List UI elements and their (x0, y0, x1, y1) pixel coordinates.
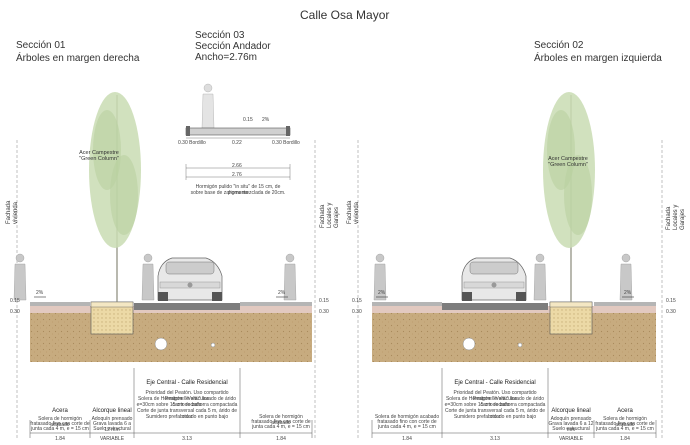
zone-1-eje-dim: 3.13 (182, 436, 192, 442)
level-1-left-b: 0.30 (10, 309, 20, 315)
section-03-drawing (185, 83, 291, 180)
andador-dim-width2: 2.76 (232, 172, 242, 178)
zone-1-eje-note: e=30cm sobre 15 cm de zahorra compactada (136, 402, 238, 408)
zone-1-eje-note: Prioridad del Peatón. Uso compartido Pea… (145, 390, 229, 402)
section-01-subtitle: Árboles en margen derecha (16, 53, 140, 64)
level-1-left-a: 0.15 (10, 298, 20, 304)
zone-2-alcorque-name: Alcorque lineal (551, 408, 591, 414)
zone-2-acera2-note: Solera de hormigón acabado (603, 416, 647, 428)
zone-1-eje-note: Solera de Hormigón "in situ" lavado de á… (137, 396, 237, 408)
zone-1-acera-note: Solera de hormigón acabado (38, 416, 82, 428)
zone-2-acera2-note: fratasado fino con corte de (595, 421, 655, 427)
section-01-title: Sección 01 (16, 40, 66, 51)
tree-label-1b: "Green Column" (79, 156, 119, 162)
section-03-subtitle: Sección Andador (195, 41, 271, 52)
section-01-drawing (13, 92, 316, 440)
pipe-large (154, 337, 168, 351)
section-02-title: Sección 02 (534, 40, 584, 51)
zone-2-acera-note: fratasado fino con corte de (377, 419, 437, 425)
car-icon (157, 257, 223, 301)
zone-2-acera-dim: 1.84 (402, 436, 412, 442)
andador-left-note: 0.30 Bordillo (178, 140, 206, 146)
zone-1-acera2-note: Solera de hormigón acabado (259, 414, 303, 426)
slope-1-left: 2% (36, 290, 44, 296)
zone-2-acera2-dim: 1.84 (620, 436, 630, 442)
level-1-right-a: 0.15 (319, 298, 329, 304)
sidewalk-right (240, 302, 312, 306)
zone-1-alcorque-note: Grava lavada 6 a 12 mm (92, 421, 132, 433)
zone-2-acera-note: junta cada 4 m, e = 15 cm (378, 424, 436, 430)
zone-2-eje-note: Corte de junta transversal cada 5 m, ári… (444, 408, 546, 420)
andador-dim-top: 0.15 (243, 117, 253, 123)
zone-1-alcorque-dim: VARIABLE (99, 436, 125, 442)
zone-2-eje-note: e=30cm sobre 15 cm de zahorra compactada (444, 402, 546, 408)
zone-1-acera2-note: junta cada 4 m, e = 15 cm (252, 424, 310, 430)
section-03-title: Sección 03 (195, 30, 245, 41)
andador-right-note: 0.30 Bordillo (272, 140, 300, 146)
facade-right-label-1: Fachada Locales y Garajes (320, 202, 340, 228)
zone-1-acera-note: fratasado fino con corte de (30, 421, 90, 427)
alcorque-cap (90, 301, 134, 308)
zone-1-acera-dim: 1.84 (55, 436, 65, 442)
level-2-left-a: 0.15 (352, 298, 362, 304)
level-1-right-b: 0.30 (319, 309, 329, 315)
pipe-small (210, 342, 216, 348)
slope-2-right: 2% (624, 290, 632, 296)
zone-1-acera-note: junta cada 4 m, e = 15 cm (31, 426, 89, 432)
zone-2-alcorque-note: Adoquín prensado (550, 416, 592, 422)
zone-1-alcorque-note: Adoquín prensado (91, 416, 133, 422)
road-pavement (134, 303, 240, 310)
zone-2-eje-name: Eje Central - Calle Residencial (454, 380, 536, 386)
tree-label-1a: Acer Campestre (79, 150, 119, 156)
andador-slab (185, 127, 291, 136)
zone-2-acera2-note: junta cada 4 m, e = 15 cm (596, 426, 654, 432)
zone-2-eje-dim: 3.13 (490, 436, 500, 442)
zone-1-acera2-note: fratasado fino con corte de (251, 419, 311, 425)
soil-layer (30, 306, 312, 362)
slope-1-right: 2% (278, 290, 286, 296)
zone-1-alcorque-note: Suelo estructural (93, 426, 131, 432)
level-2-right-a: 0.15 (666, 298, 676, 304)
zone-2-alcorque-note: Grava lavada 6 a 12 mm (548, 421, 594, 433)
slope-2-left: 2% (378, 290, 386, 296)
page-title: Calle Osa Mayor (300, 8, 390, 22)
zone-1-eje-name: Eje Central - Calle Residencial (146, 380, 228, 386)
tree-label-2a: Acer Campestre (548, 156, 588, 162)
zone-1-eje-note: Sumidero prefabricado en punto bajo (145, 414, 229, 420)
car-icon-2 (461, 257, 527, 301)
section-02-subtitle: Árboles en margen izquierda (534, 53, 662, 64)
andador-dim-width1: 2.66 (232, 163, 242, 169)
andador-dim-inner: 0.22 (232, 140, 242, 146)
facade-right-label-2: Fachada Locales y Garajes (666, 204, 686, 230)
zone-1-alcorque-name: Alcorque lineal (92, 408, 132, 414)
level-2-left-b: 0.30 (352, 309, 362, 315)
zone-2-acera-name: Acera (617, 408, 633, 414)
person-icon (13, 253, 297, 301)
andador-slope: 2% (262, 117, 270, 123)
zone-2-alcorque-note: Suelo estructural (552, 426, 590, 432)
sidewalk-left (30, 302, 90, 306)
andador-caption-1: Hormigón pulido "in situ" de 15 cm, de p… (195, 184, 281, 196)
zone-2-acera-note: Solera de hormigón acabado (374, 414, 440, 420)
section-02-drawing (357, 92, 663, 440)
facade-left-label-2: Fachada vivienda (347, 200, 360, 224)
level-2-right-b: 0.30 (666, 309, 676, 315)
facade-left-label-1: Fachada vivienda (6, 200, 19, 224)
zone-2-eje-note: Sumidero prefabricado en punto bajo (453, 414, 537, 420)
zone-2-eje-note: Solera de Hormigón "in situ" lavado de á… (445, 396, 545, 408)
zone-1-acera2-dim: 1.84 (276, 436, 286, 442)
tree-label-2b: "Green Column" (548, 162, 588, 168)
zone-2-eje-note: Prioridad del Peatón. Uso compartido Pea… (453, 390, 537, 402)
zone-2-alcorque-dim: VARIABLE (558, 436, 584, 442)
zone-1-eje-note: Corte de junta transversal cada 5 m, ári… (136, 408, 238, 420)
andador-caption-2: sobre base de zahorra mezclada de 20cm. (190, 190, 286, 196)
alcorque-pit (90, 301, 134, 335)
section-03-width: Ancho=2.76m (195, 52, 257, 63)
zone-1-acera-name: Acera (52, 408, 68, 414)
